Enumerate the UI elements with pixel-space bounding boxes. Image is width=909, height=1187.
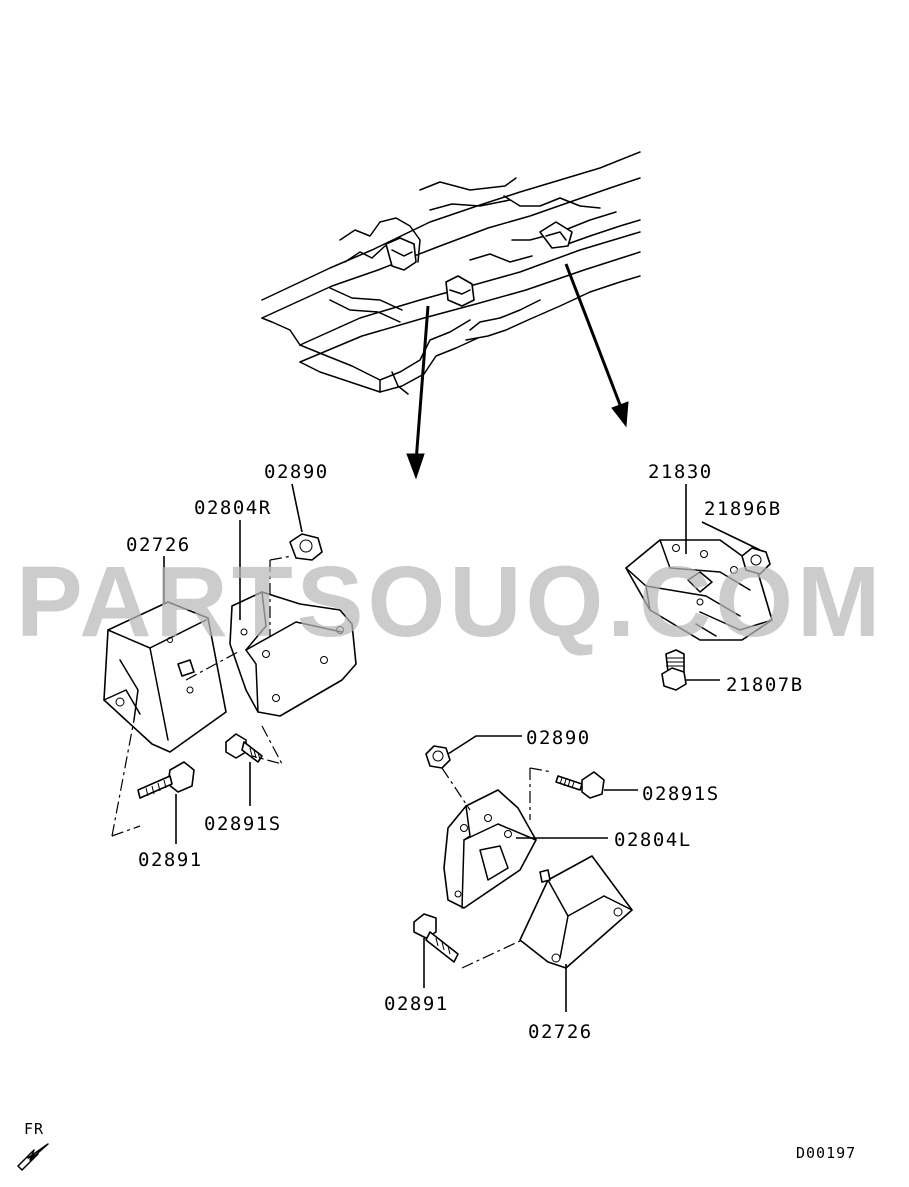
label-21830: 21830: [648, 461, 713, 483]
front-direction-indicator: FR: [17, 1120, 49, 1171]
transmission-mount-bracket: [625, 539, 773, 641]
label-02890-right: 02890: [526, 727, 591, 749]
bolt-left: [137, 761, 195, 799]
label-02891s-right: 02891S: [642, 783, 720, 805]
bolt-bottom-02891s: [555, 771, 605, 799]
part-labels: 02890 02804R 02726 02891S 02891 21830 21…: [126, 461, 804, 1043]
label-21896b: 21896B: [704, 498, 782, 520]
bracket-right: [229, 591, 357, 717]
left-engine-mount-assembly: [103, 483, 357, 844]
watermark-text: PARTSOUQ.COM: [16, 546, 884, 658]
left-side-mount-assembly: [413, 735, 638, 1012]
label-21807b: 21807B: [726, 674, 804, 696]
label-02726-bottom: 02726: [528, 1021, 593, 1043]
diagram-code: D00197: [796, 1144, 856, 1162]
bolt-21807b: [661, 649, 687, 691]
insulator-bottom: [519, 855, 633, 969]
front-arrow-icon: [17, 1143, 49, 1171]
label-02891-bottom: 02891: [384, 993, 449, 1015]
nut-bottom-02890: [425, 745, 451, 769]
nut-top: [289, 533, 323, 561]
label-02891-left: 02891: [138, 849, 203, 871]
label-02726-left: 02726: [126, 534, 191, 556]
bolt-flange-left: [225, 733, 263, 763]
bolt-bottom-02891: [413, 913, 459, 963]
chassis-frame-illustration: [261, 151, 641, 395]
bracket-left: [443, 789, 537, 909]
insulator-left: [103, 601, 227, 753]
nut-21896b: [741, 547, 771, 575]
fr-label: FR: [24, 1120, 44, 1138]
label-02890-top: 02890: [264, 461, 329, 483]
transmission-mount-assembly: [625, 484, 773, 691]
label-02804r: 02804R: [194, 497, 272, 519]
label-02804l: 02804L: [614, 829, 692, 851]
label-02891s-left: 02891S: [204, 813, 282, 835]
pointer-arrows: [406, 263, 629, 480]
